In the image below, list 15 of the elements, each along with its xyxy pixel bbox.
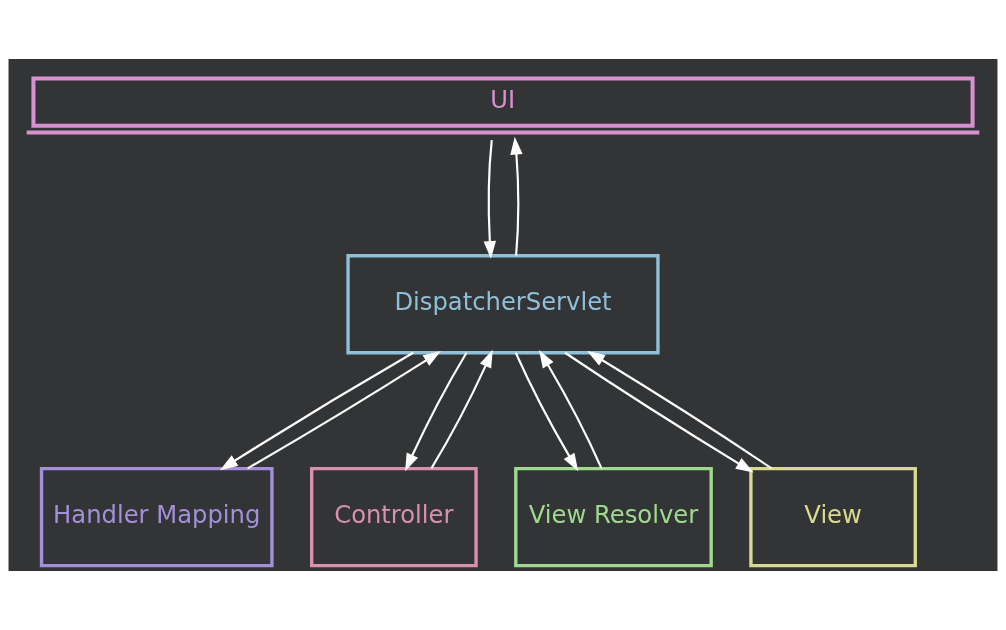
arrow <box>587 351 773 470</box>
node-box: Handler Mapping <box>39 466 274 568</box>
arrow <box>514 352 579 472</box>
arrow <box>430 349 493 469</box>
arrow <box>483 139 496 259</box>
arrow <box>247 351 441 470</box>
node-box: View <box>749 466 917 568</box>
node-box: View Resolver <box>514 466 713 568</box>
arrow <box>405 352 468 472</box>
node-box: Controller <box>310 466 478 568</box>
node-box: DispatcherServlet <box>346 254 660 355</box>
arrow <box>564 351 754 473</box>
arrow <box>539 349 603 469</box>
arrow <box>219 351 414 471</box>
arrow <box>510 136 523 256</box>
